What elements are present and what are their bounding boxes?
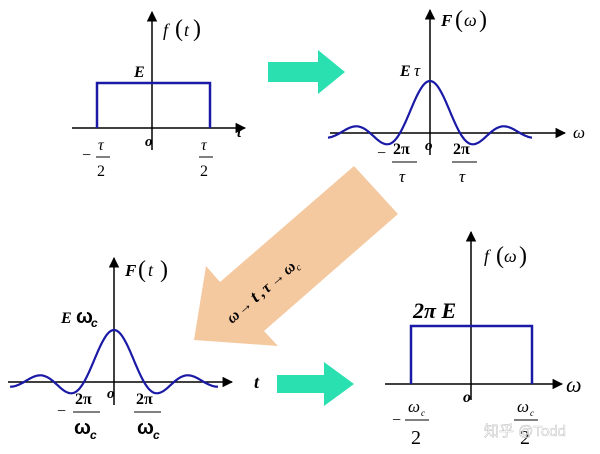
x-axis-label: t: [254, 372, 260, 392]
rpar: ): [193, 16, 201, 42]
tick-neg-tau: τ: [98, 137, 105, 154]
transform-arrow-top: [268, 50, 345, 94]
panel-freq-rect: f ( ω ) 2π E o ω − ω c 2 ω c 2: [385, 230, 582, 449]
tick-pos-sub-c: c: [530, 408, 534, 418]
transform-arrow-bottom: [277, 362, 354, 406]
tick-pos-2pi: 2π: [453, 141, 470, 158]
tick-neg-two: 2: [411, 427, 421, 449]
panel-time-rect: f ( t ) E o t − τ 2 τ 2: [72, 10, 247, 180]
var-t: t: [184, 20, 190, 40]
lpar: (: [455, 7, 463, 33]
x-axis-label: t: [237, 125, 242, 141]
rect-pulse: [95, 81, 212, 128]
peak-tau: τ: [414, 61, 421, 80]
tick-pos-two: 2: [200, 163, 208, 180]
lpar: (: [175, 16, 183, 42]
func-f: f: [484, 246, 492, 266]
peak-E: E: [399, 63, 411, 80]
tick-neg-sub-c: c: [90, 428, 97, 442]
duality-arrow: ω → t , τ → ω c: [194, 166, 398, 346]
tick-neg-sub-c: c: [421, 408, 425, 418]
neg-sign: −: [392, 412, 401, 429]
tick-pos-omega: ω: [137, 417, 154, 439]
rpar: ): [479, 7, 487, 33]
var-t: t: [148, 260, 154, 280]
amplitude-E: E: [133, 64, 145, 81]
rpar: ): [519, 243, 527, 269]
lpar: (: [138, 257, 146, 283]
rect-spectrum: [409, 324, 534, 384]
peak-sub-c: c: [91, 316, 98, 330]
x-axis-label: ω: [573, 123, 585, 142]
origin-label: o: [463, 389, 471, 406]
x-axis-label: ω: [566, 372, 582, 397]
peak-E: E: [60, 310, 72, 327]
func-F: F: [124, 261, 137, 280]
func-F: F: [440, 11, 453, 30]
origin-label: o: [107, 386, 115, 402]
tick-neg-tau: τ: [399, 167, 406, 186]
tick-neg-2pi: 2π: [75, 391, 92, 408]
origin-label: o: [145, 134, 153, 150]
watermark: 知乎 @Todd: [484, 423, 566, 440]
neg-sign: −: [57, 403, 66, 420]
panel-time-sinc: F ( t ) E ω c o t − 2π ω c 2π ω c: [8, 256, 260, 442]
duality-arrow-shape: [194, 166, 398, 346]
rpar: ): [160, 257, 168, 283]
tick-pos-2pi: 2π: [136, 391, 153, 408]
lpar: (: [496, 243, 504, 269]
func-f: f: [163, 20, 171, 40]
tick-neg-two: 2: [97, 163, 105, 180]
tick-pos-two: 2: [520, 427, 530, 449]
panel-freq-sinc: F ( ω ) E τ o ω − 2π τ 2π τ: [327, 7, 585, 186]
tick-neg-omega: ω: [408, 397, 420, 416]
sinc-curve: [10, 328, 218, 395]
neg-sign: −: [377, 145, 386, 162]
tick-neg-omega: ω: [74, 417, 91, 439]
tick-pos-tau: τ: [459, 167, 466, 186]
sinc-curve: [327, 79, 533, 146]
tick-pos-omega: ω: [517, 397, 529, 416]
var-omega: ω: [504, 246, 517, 266]
peak-omega: ω: [76, 306, 93, 328]
tick-pos-tau: τ: [201, 137, 208, 154]
var-omega: ω: [464, 10, 477, 30]
tick-pos-sub-c: c: [153, 428, 160, 442]
amplitude-2piE: 2π E: [412, 298, 456, 323]
neg-sign: −: [82, 147, 91, 164]
origin-label: o: [425, 138, 433, 154]
tick-neg-2pi: 2π: [393, 141, 410, 158]
label-sub-c: c: [294, 262, 305, 274]
